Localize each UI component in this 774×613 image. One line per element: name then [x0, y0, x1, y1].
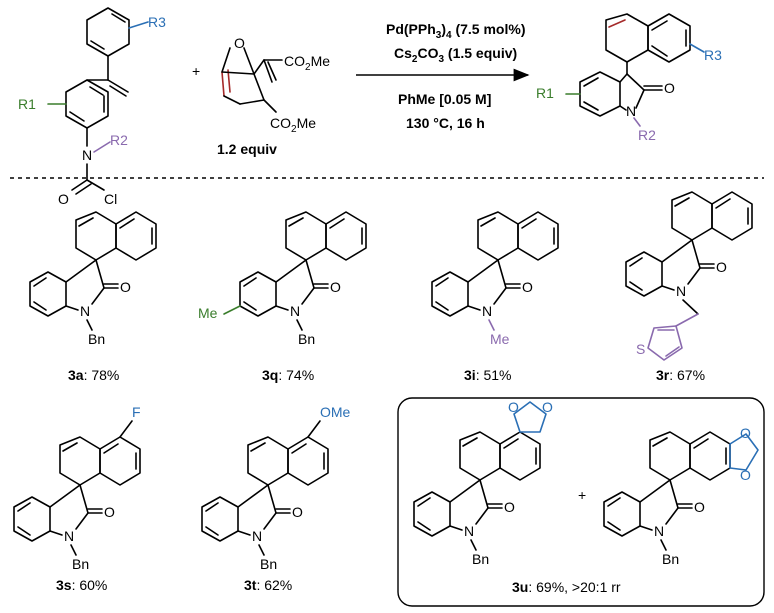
- product-3q-label: 3q: 74%: [262, 367, 314, 383]
- conditions-base: Cs2CO3 (1.5 equiv): [394, 45, 517, 65]
- svg-text:S: S: [636, 341, 645, 357]
- svg-text:Me: Me: [490, 331, 510, 347]
- reagent-structure: O CO2Me CO2Me: [221, 35, 330, 135]
- svg-text:O: O: [508, 399, 519, 415]
- svg-text:Bn: Bn: [298, 331, 315, 347]
- product-3i-structure: O N Me: [431, 211, 559, 347]
- svg-text:Bn: Bn: [472, 551, 489, 567]
- svg-text:F: F: [132, 404, 141, 420]
- svg-text:O: O: [292, 504, 303, 520]
- svg-text:N: N: [482, 303, 492, 319]
- substrate-cl-label: Cl: [104, 191, 117, 207]
- product-o-label: O: [664, 80, 675, 96]
- svg-text:N: N: [64, 528, 74, 544]
- product-3i-label: 3i: 51%: [464, 367, 512, 383]
- svg-text:O: O: [330, 279, 341, 295]
- conditions-solvent: PhMe [0.05 M]: [398, 91, 491, 107]
- product-3u-plus: +: [578, 487, 586, 503]
- product-r1-label: R1: [536, 85, 554, 101]
- svg-text:O: O: [740, 467, 751, 483]
- substrate-n-label: N: [82, 147, 92, 163]
- product-3r-structure: O N S: [625, 191, 753, 361]
- substrate-aryl-ring: [65, 79, 109, 129]
- product-3u-label: 3u: 69%, >20:1 rr: [512, 579, 621, 595]
- reaction-plus: +: [192, 63, 200, 79]
- substrate-r2-label: R2: [110, 132, 128, 148]
- svg-text:N: N: [676, 283, 686, 299]
- product-3a-label: 3a: 78%: [68, 367, 119, 383]
- product-3s-structure: F O N Bn: [13, 404, 141, 572]
- product-3r-label: 3r: 67%: [656, 367, 705, 383]
- substrate-o-label: O: [58, 191, 69, 207]
- reagent-ester-top: CO2Me: [284, 53, 330, 73]
- svg-text:O: O: [120, 279, 131, 295]
- reagent-ester-bottom: CO2Me: [270, 115, 316, 135]
- reagent-equiv: 1.2 equiv: [217, 141, 277, 157]
- product-3u-isomer-a: O O O N Bn: [413, 399, 553, 567]
- svg-text:O: O: [522, 279, 533, 295]
- product-3a-structure: O N Bn: [29, 211, 157, 347]
- svg-text:O: O: [716, 259, 727, 275]
- substrate-r3-label: R3: [148, 14, 166, 30]
- svg-text:O: O: [542, 399, 553, 415]
- svg-text:N: N: [290, 303, 300, 319]
- conditions-temperature: 130 °C, 16 h: [406, 115, 485, 131]
- svg-text:O: O: [694, 499, 705, 515]
- reagent-o-label: O: [234, 35, 245, 51]
- svg-text:O: O: [504, 499, 515, 515]
- product-3t-structure: OMe O N Bn: [201, 404, 351, 572]
- product-3u-box: [397, 397, 765, 607]
- svg-text:Me: Me: [198, 305, 218, 321]
- svg-text:Bn: Bn: [260, 556, 277, 572]
- svg-text:Bn: Bn: [72, 556, 89, 572]
- product-3u-isomer-b: O O O N Bn: [603, 425, 759, 567]
- svg-text:O: O: [104, 504, 115, 520]
- product-r2-label: R2: [638, 127, 656, 143]
- svg-text:N: N: [252, 528, 262, 544]
- svg-text:O: O: [740, 425, 751, 441]
- product-3t-label: 3t: 62%: [244, 577, 292, 593]
- product-n-label: N: [626, 103, 636, 119]
- product-3s-label: 3s: 60%: [56, 577, 107, 593]
- svg-text:Bn: Bn: [88, 331, 105, 347]
- product-structure: R3 O N R2 R1: [536, 13, 722, 143]
- conditions-catalyst: Pd(PPh3)4 (7.5 mol%): [386, 21, 525, 41]
- r3-bond: [128, 21, 149, 29]
- product-3q-structure: O N Bn Me: [198, 211, 367, 347]
- svg-text:Bn: Bn: [662, 551, 679, 567]
- substrate-r1-label: R1: [18, 96, 36, 112]
- svg-text:OMe: OMe: [320, 404, 351, 420]
- vinyl-double-bond: [107, 79, 129, 93]
- product-r3-label: R3: [704, 47, 722, 63]
- substrate-structure: R3 R1 N R2 O Cl: [18, 7, 166, 207]
- svg-text:N: N: [654, 523, 664, 539]
- svg-text:N: N: [464, 523, 474, 539]
- substrate-phenyl-ring: [86, 7, 130, 57]
- svg-text:N: N: [80, 303, 90, 319]
